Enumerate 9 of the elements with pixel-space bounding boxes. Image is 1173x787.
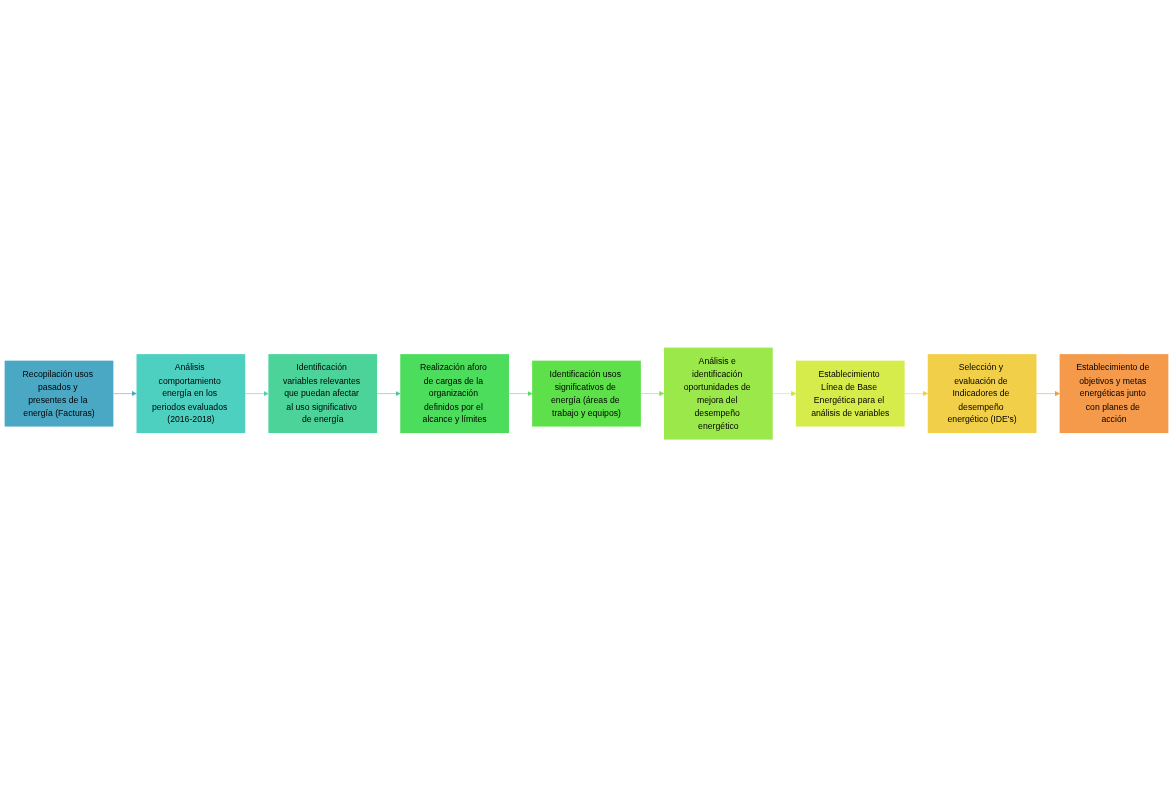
node-box: Selección y evaluación de Indicadores de desempeño energético (IDE's) (927, 354, 1037, 433)
node-box: Identificación usos significativos de energía (áreas de trabajo y equipos) (532, 360, 641, 427)
node-box: Establecimiento de objetivos y metas energéticas junto con planes de acción (1059, 354, 1169, 433)
node-box: Análisis e identificación oportunidades de mejora del desempeño energético (664, 347, 773, 440)
node-box: Realización aforo de cargas de la organización definidos por el alcance y límites (400, 354, 509, 433)
node-box: Análisis comportamiento energía en los periodos evaluados (2016-2018) (136, 354, 246, 433)
node-box: Identificación variables relevantes que puedan afectar al uso significativo de energía (268, 354, 378, 433)
node-box: Establecimiento Línea de Base Energética para el análisis de variables (795, 360, 905, 427)
node-box: Recopilación usos pasados y presentes de la energía (Facturas) (4, 360, 114, 427)
